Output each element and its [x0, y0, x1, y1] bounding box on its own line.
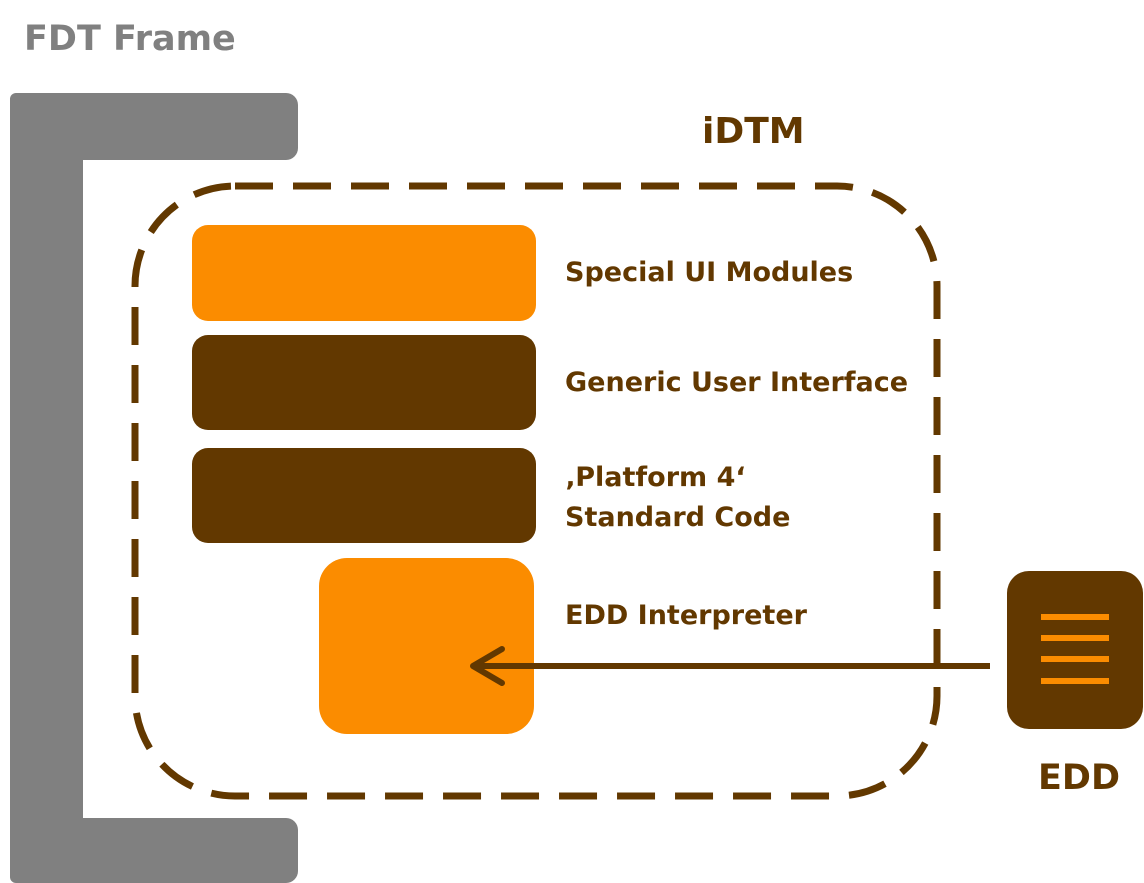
document-lines-icon: [1007, 571, 1143, 729]
special-ui-modules-label: Special UI Modules: [565, 257, 854, 288]
edd-icon-line: [1041, 678, 1109, 684]
fdt-frame-title: FDT Frame: [24, 19, 236, 59]
edd-icon-line: [1041, 635, 1109, 641]
special-ui-modules-block: [192, 225, 536, 321]
platform-standard-code-block: [192, 448, 536, 543]
standard-code-label: Standard Code: [565, 502, 791, 533]
edd-interpreter-label: EDD Interpreter: [565, 600, 807, 631]
platform-label: ‚Platform 4‘: [565, 462, 746, 493]
fdt-frame-top-arm: [10, 93, 298, 160]
fdt-frame-bottom-arm: [10, 818, 298, 883]
edd-icon-line: [1041, 614, 1109, 620]
generic-user-interface-label: Generic User Interface: [565, 367, 909, 398]
edd-icon-line: [1041, 656, 1109, 662]
fdt-frame-bar: [10, 93, 83, 883]
idtm-title: iDTM: [702, 111, 805, 152]
generic-user-interface-block: [192, 335, 536, 430]
edd-label: EDD: [1038, 758, 1121, 798]
edd-interpreter-block: [319, 558, 534, 734]
